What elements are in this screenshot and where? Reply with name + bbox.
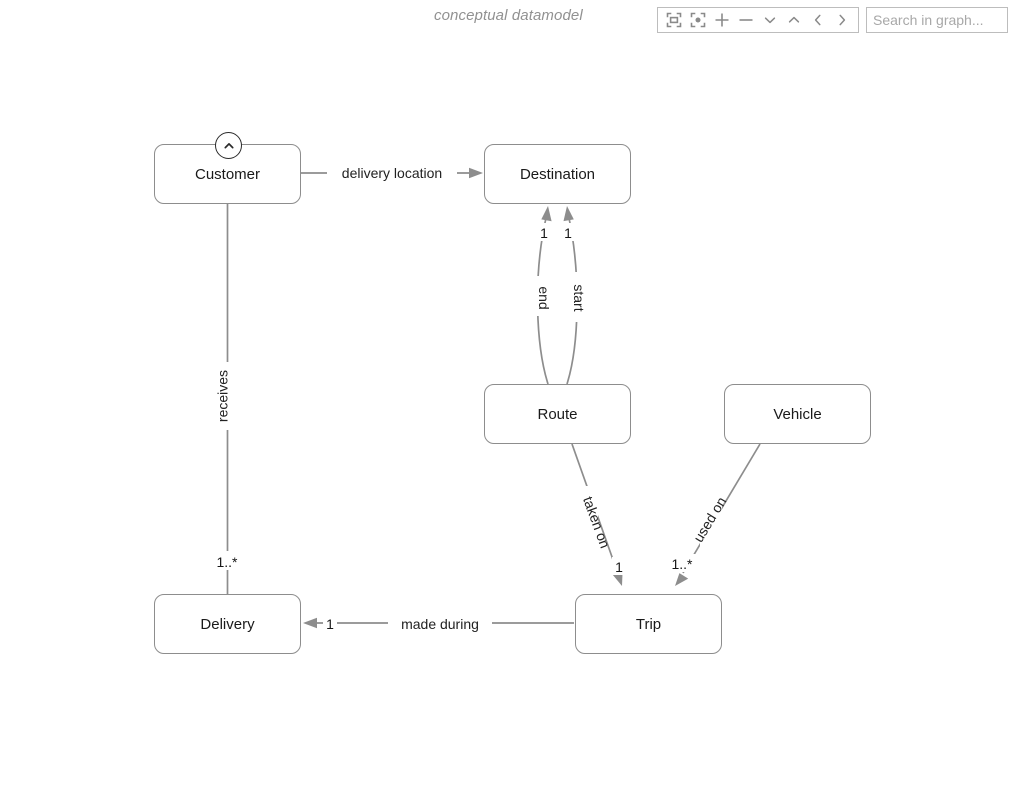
node-destination[interactable]: Destination — [484, 144, 631, 204]
edge-cardinality: 1 — [326, 616, 334, 632]
edge-label: start — [571, 284, 587, 311]
zoom-in-button[interactable] — [710, 8, 734, 32]
chevron-up-icon — [786, 12, 802, 28]
node-label: Trip — [635, 615, 662, 633]
zoom-out-button[interactable] — [734, 8, 758, 32]
edge-used-on[interactable]: used on 1..* — [665, 443, 761, 586]
node-delivery[interactable]: Delivery — [154, 594, 301, 654]
edge-receives[interactable]: receives 1..* — [210, 204, 244, 625]
zoom-out-icon — [738, 12, 754, 28]
chevron-down-icon — [762, 12, 778, 28]
edge-layer: delivery location receives 1..* end 1 st… — [210, 163, 761, 632]
edge-cardinality: 1 — [564, 225, 572, 241]
node-label: Delivery — [200, 615, 255, 633]
fit-to-screen-icon — [666, 12, 682, 28]
edge-cardinality: 1 — [615, 559, 623, 575]
page-title: conceptual datamodel — [434, 7, 583, 24]
node-trip[interactable]: Trip — [575, 594, 722, 654]
edge-made-during[interactable]: made during 1 — [303, 613, 574, 632]
node-vehicle[interactable]: Vehicle — [724, 384, 871, 444]
edge-end[interactable]: end 1 — [530, 206, 552, 385]
edge-label: made during — [401, 616, 479, 632]
chevron-right-icon — [834, 12, 850, 28]
center-focus-icon — [690, 12, 706, 28]
edge-label: delivery location — [342, 165, 442, 181]
edge-label: receives — [215, 370, 231, 422]
edge-taken-on[interactable]: taken on 1 — [571, 443, 626, 586]
node-route[interactable]: Route — [484, 384, 631, 444]
node-label: Customer — [194, 165, 261, 183]
node-label: Route — [537, 405, 578, 423]
node-label: Destination — [519, 165, 596, 183]
zoom-in-icon — [714, 12, 730, 28]
graph-canvas[interactable]: delivery location receives 1..* end 1 st… — [0, 46, 1025, 800]
collapse-toggle-customer[interactable] — [215, 132, 242, 159]
chevron-left-icon — [810, 12, 826, 28]
edge-cardinality: 1..* — [216, 554, 238, 570]
app-header: conceptual datamodel — [0, 0, 1025, 46]
navigate-left-button[interactable] — [806, 8, 830, 32]
fit-to-screen-button[interactable] — [662, 8, 686, 32]
edge-delivery-location[interactable]: delivery location — [301, 163, 483, 182]
chevron-up-icon — [222, 139, 236, 153]
center-focus-button[interactable] — [686, 8, 710, 32]
navigate-right-button[interactable] — [830, 8, 854, 32]
edge-label: end — [536, 286, 552, 309]
search-input[interactable] — [866, 7, 1008, 33]
navigate-down-button[interactable] — [758, 8, 782, 32]
edge-cardinality: 1..* — [671, 556, 693, 572]
edge-cardinality: 1 — [540, 225, 548, 241]
navigate-up-button[interactable] — [782, 8, 806, 32]
node-label: Vehicle — [773, 405, 822, 423]
edge-start[interactable]: start 1 — [561, 206, 587, 385]
graph-toolbar — [657, 7, 859, 33]
node-customer[interactable]: Customer — [154, 144, 301, 204]
